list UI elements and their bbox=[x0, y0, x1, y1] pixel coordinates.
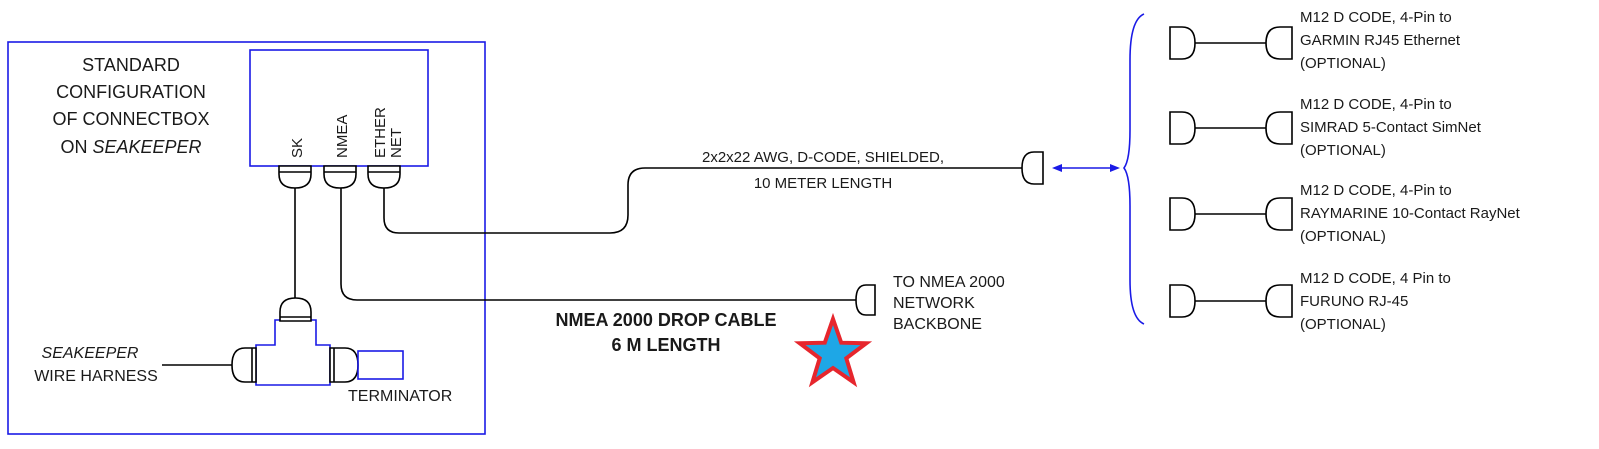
backbone-label-line-1: TO NMEA 2000 bbox=[893, 274, 1005, 291]
ethernet-cable-label-line-1: 2x2x22 AWG, D-CODE, SHIELDED, bbox=[702, 149, 944, 166]
option-furuno-line-2: FURUNO RJ-45 bbox=[1300, 293, 1408, 310]
ethernet-cable bbox=[383, 167, 1022, 234]
option-simrad-line-2: SIMRAD 5-Contact SimNet bbox=[1300, 119, 1482, 136]
option-raymarine-line-1: M12 D CODE, 4-Pin to bbox=[1300, 182, 1452, 199]
title-line-4: ON SEAKEEPER bbox=[60, 137, 201, 157]
backbone-connector bbox=[855, 284, 876, 316]
port-connector-nmea bbox=[323, 165, 357, 189]
title-line-3: OF CONNECTBOX bbox=[52, 109, 209, 129]
option-garmin-line-2: GARMIN RJ45 Ethernet bbox=[1300, 32, 1461, 49]
port-label-nmea: NMEA bbox=[334, 115, 351, 158]
option-furuno-line-1: M12 D CODE, 4 Pin to bbox=[1300, 270, 1451, 287]
title-line-4-prefix: ON bbox=[60, 137, 92, 157]
drop-cable-label-line-2: 6 M LENGTH bbox=[611, 335, 720, 355]
connectbox-title: STANDARD CONFIGURATION OF CONNECTBOX ON … bbox=[52, 55, 209, 157]
star-marker bbox=[793, 312, 873, 388]
option-raymarine-line-2: RAYMARINE 10-Contact RayNet bbox=[1300, 205, 1521, 222]
tee-connector bbox=[231, 297, 359, 386]
port-connector-ethernet bbox=[367, 165, 401, 189]
title-line-2: CONFIGURATION bbox=[56, 82, 206, 102]
backbone-label-line-3: BACKBONE bbox=[893, 316, 982, 333]
option-raymarine-line-3: (OPTIONAL) bbox=[1300, 228, 1386, 245]
option-simrad-line-1: M12 D CODE, 4-Pin to bbox=[1300, 96, 1452, 113]
options-brace bbox=[1123, 13, 1145, 325]
harness-label-line-1: SEAKEEPER bbox=[42, 345, 139, 362]
nmea-drop-cable bbox=[340, 188, 856, 301]
option-row-raymarine: M12 D CODE, 4-Pin to RAYMARINE 10-Contac… bbox=[1169, 182, 1521, 245]
backbone-label-line-2: NETWORK bbox=[893, 295, 975, 312]
port-connector-sk bbox=[278, 165, 312, 189]
drop-cable-label-line-1: NMEA 2000 DROP CABLE bbox=[555, 310, 776, 330]
double-arrow-icon bbox=[1052, 164, 1120, 172]
harness-label-line-2: WIRE HARNESS bbox=[34, 368, 158, 385]
connectbox-boundary bbox=[7, 41, 486, 435]
option-furuno-line-3: (OPTIONAL) bbox=[1300, 316, 1386, 333]
ethernet-end-connector bbox=[1021, 151, 1044, 185]
option-garmin-line-3: (OPTIONAL) bbox=[1300, 55, 1386, 72]
terminator-label: TERMINATOR bbox=[348, 388, 452, 405]
option-row-furuno: M12 D CODE, 4 Pin to FURUNO RJ-45 (OPTIO… bbox=[1169, 270, 1451, 333]
title-line-4-italic: SEAKEEPER bbox=[92, 137, 201, 157]
port-label-ether: ETHER bbox=[372, 107, 389, 158]
option-row-garmin: M12 D CODE, 4-Pin to GARMIN RJ45 Etherne… bbox=[1169, 9, 1461, 72]
terminator-cap bbox=[357, 350, 404, 380]
port-label-sk: SK bbox=[289, 138, 306, 158]
ethernet-cable-label-line-2: 10 METER LENGTH bbox=[754, 175, 892, 192]
option-simrad-line-3: (OPTIONAL) bbox=[1300, 142, 1386, 159]
option-garmin-line-1: M12 D CODE, 4-Pin to bbox=[1300, 9, 1452, 26]
title-line-1: STANDARD bbox=[82, 55, 180, 75]
option-row-simrad: M12 D CODE, 4-Pin to SIMRAD 5-Contact Si… bbox=[1169, 96, 1482, 159]
port-label-net: NET bbox=[388, 128, 405, 158]
